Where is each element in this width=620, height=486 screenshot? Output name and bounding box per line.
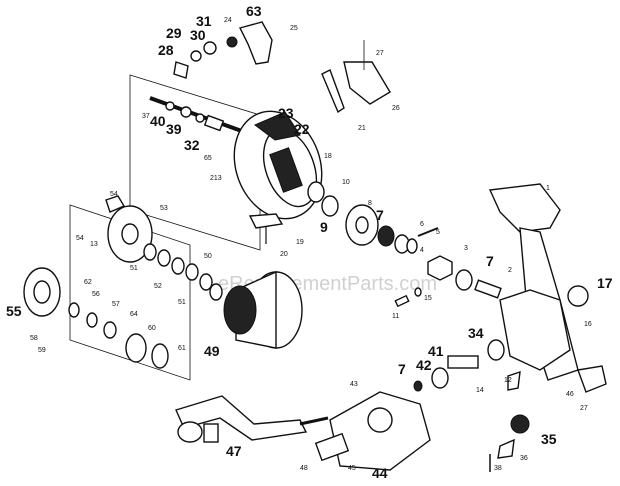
part-callout-c5: 5 xyxy=(436,229,440,236)
part-callout-c50: 50 xyxy=(204,253,212,260)
part-callout-c29: 29 xyxy=(166,25,182,41)
part-callout-c57: 57 xyxy=(112,301,120,308)
part-callout-c12: 12 xyxy=(504,377,512,384)
part-callout-c11: 11 xyxy=(392,313,399,320)
part-callout-c64: 64 xyxy=(130,311,138,318)
part-callout-c7b: 7 xyxy=(486,253,494,269)
part-callout-c55: 55 xyxy=(6,303,22,319)
crank-handle xyxy=(175,395,329,443)
part-callout-c44: 44 xyxy=(372,465,388,481)
part-callout-c7c: 7 xyxy=(398,361,406,377)
spool-assembly xyxy=(107,205,303,349)
part-callout-c59: 59 xyxy=(38,347,46,354)
part-callout-c3: 3 xyxy=(464,245,468,252)
part-callout-c8: 8 xyxy=(368,200,372,207)
part-callout-c14: 14 xyxy=(476,387,484,394)
part-callout-c31: 31 xyxy=(196,13,212,29)
part-callout-c23: 23 xyxy=(278,105,294,121)
part-callout-c54a: 54 xyxy=(110,191,118,198)
bail-clip xyxy=(321,40,391,114)
part-callout-c51b: 51 xyxy=(178,299,186,306)
drive-gear-parts xyxy=(413,339,521,392)
part-callout-c2: 2 xyxy=(508,267,512,274)
drag-knob-group xyxy=(23,267,169,369)
part-callout-c49: 49 xyxy=(204,343,220,359)
part-callout-c28: 28 xyxy=(158,42,174,58)
part-callout-c37: 37 xyxy=(142,113,150,120)
part-callout-c18: 18 xyxy=(324,153,332,160)
part-callout-c52: 52 xyxy=(154,283,162,290)
part-callout-c13: 13 xyxy=(90,241,98,248)
misc-small-parts xyxy=(105,195,422,308)
part-callout-c60: 60 xyxy=(148,325,156,332)
part-callout-c45: 45 xyxy=(348,465,356,472)
part-callout-c61: 61 xyxy=(178,345,186,352)
bearing-assembly xyxy=(427,255,502,299)
part-callout-c56: 56 xyxy=(92,291,100,298)
part-callout-c6: 6 xyxy=(420,221,424,228)
part-callout-c22: 22 xyxy=(294,121,310,137)
part-callout-c17: 17 xyxy=(597,275,613,291)
part-callout-c41: 41 xyxy=(428,343,444,359)
part-callout-c54b: 54 xyxy=(76,235,84,242)
part-callout-c1: 1 xyxy=(546,185,550,192)
part-callout-c43: 43 xyxy=(350,381,358,388)
part-callout-c20: 20 xyxy=(280,251,288,258)
part-callout-c36: 36 xyxy=(520,455,528,462)
part-callout-c42: 42 xyxy=(416,357,432,373)
part-callout-c63: 63 xyxy=(246,3,262,19)
reel-body-frame xyxy=(488,183,607,393)
part-callout-c27b: 27 xyxy=(580,405,588,412)
part-callout-c19: 19 xyxy=(296,239,304,246)
part-callout-c32: 32 xyxy=(184,137,200,153)
part-callout-c47: 47 xyxy=(226,443,242,459)
part-callout-c30: 30 xyxy=(190,27,206,43)
side-cover xyxy=(314,391,431,471)
part-callout-c34: 34 xyxy=(468,325,484,341)
part-callout-c53: 53 xyxy=(160,205,168,212)
main-shaft xyxy=(149,96,251,136)
bail-wire-top xyxy=(173,21,273,79)
part-callout-c58: 58 xyxy=(30,335,38,342)
part-callout-c35: 35 xyxy=(541,431,557,447)
part-callout-c27: 27 xyxy=(376,50,384,57)
part-callout-c26: 26 xyxy=(392,105,400,112)
part-callout-c24: 24 xyxy=(224,17,232,24)
part-callout-c38: 38 xyxy=(494,465,502,472)
part-callout-c16: 16 xyxy=(584,321,592,328)
part-callout-c65: 65 xyxy=(204,155,212,162)
part-callout-c9: 9 xyxy=(320,219,328,235)
rotor-group-frame xyxy=(129,74,261,251)
pinion-gear-parts xyxy=(345,204,439,254)
part-callout-c4: 4 xyxy=(420,247,424,254)
anti-reverse-parts xyxy=(489,414,530,472)
part-callout-c25: 25 xyxy=(290,25,298,32)
part-callout-c48: 48 xyxy=(300,465,308,472)
rotor-body xyxy=(233,110,323,220)
part-callout-c10: 10 xyxy=(342,179,350,186)
part-callout-c213: 213 xyxy=(210,175,222,182)
part-callout-c39: 39 xyxy=(166,121,182,137)
part-callout-c7a: 7 xyxy=(376,207,384,223)
part-callout-c40: 40 xyxy=(150,113,166,129)
rotor-washers xyxy=(307,181,339,217)
part-callout-c21: 21 xyxy=(358,125,366,132)
part-callout-c46: 46 xyxy=(566,391,574,398)
part-callout-c51a: 51 xyxy=(130,265,138,272)
part-callout-c15: 15 xyxy=(424,295,432,302)
part-callout-c62: 62 xyxy=(84,279,92,286)
